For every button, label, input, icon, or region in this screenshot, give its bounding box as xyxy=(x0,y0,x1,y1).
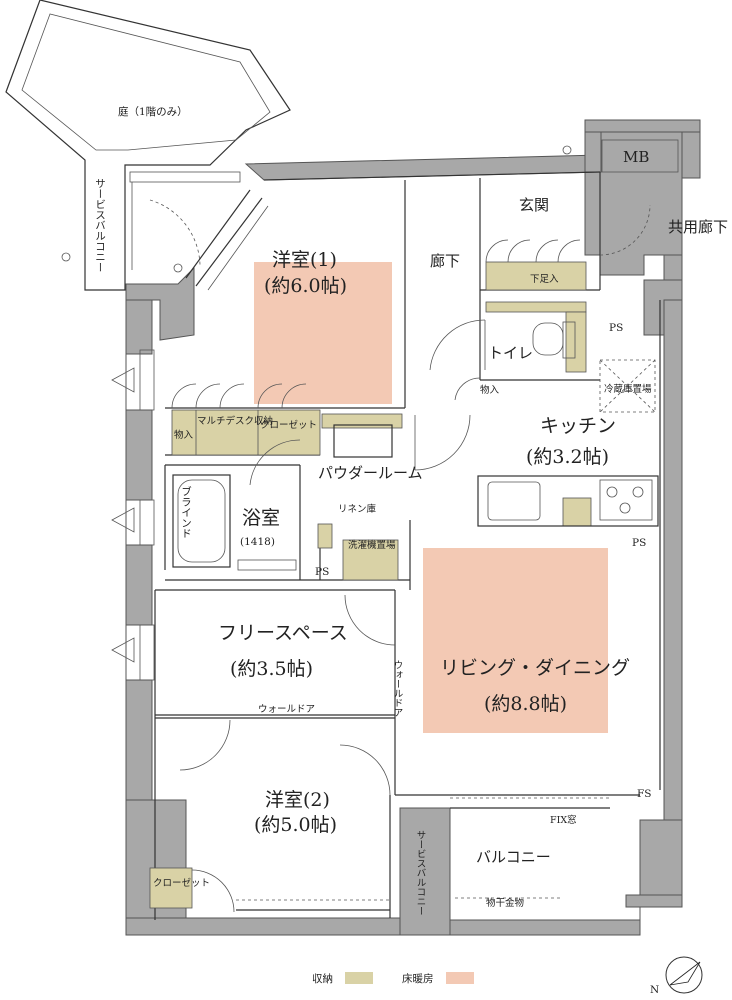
heated-floor-living xyxy=(423,548,608,733)
compass-icon: N xyxy=(650,956,703,996)
kitchen-name: キッチン xyxy=(540,415,616,437)
ps-label-1: PS xyxy=(609,322,623,334)
hallway-label: 廊下 xyxy=(430,252,460,270)
left-windows xyxy=(111,349,155,681)
legend-storage-label: 収納 xyxy=(312,972,333,985)
bathtub xyxy=(172,474,297,571)
service-balcony-top-label: サービスバルコニー xyxy=(94,178,106,273)
pipe-marker-2 xyxy=(61,252,71,262)
ps-label-3: PS xyxy=(632,537,646,549)
kitchen-counter xyxy=(477,475,659,527)
drying-rack-label: 物干金物 xyxy=(486,897,525,909)
balcony-rail xyxy=(236,797,610,911)
left-storage-label: 物入 xyxy=(174,429,194,441)
linen-label: リネン庫 xyxy=(338,503,377,515)
kitchen-size: (約3.2帖) xyxy=(526,446,609,468)
pipe-marker-3 xyxy=(173,263,183,273)
powder-room-label: パウダールーム xyxy=(318,464,423,482)
service-balcony-top-rail xyxy=(129,171,241,270)
mb-box xyxy=(601,139,679,173)
laundry-label: 洗濯機置場 xyxy=(348,539,396,551)
shoe-storage-label: 下足入 xyxy=(530,274,559,285)
pipe-marker xyxy=(562,145,572,155)
fix-window-label: FIX窓 xyxy=(550,814,577,826)
bath-name: 浴室 xyxy=(242,507,280,529)
doors xyxy=(149,199,651,913)
garden-outline xyxy=(5,0,291,291)
entrance-label: 玄関 xyxy=(519,196,549,214)
storage-areas xyxy=(149,261,592,909)
free-space-size: (約3.5帖) xyxy=(230,658,313,680)
toilet-label: トイレ xyxy=(488,344,533,362)
closet-label: クローゼット xyxy=(260,419,317,431)
legend-heating-label: 床暖房 xyxy=(402,972,434,985)
mb-label: MB xyxy=(623,148,649,166)
balcony-label: バルコニー xyxy=(476,848,551,866)
legend-heating-swatch xyxy=(446,972,474,984)
blind-label: ブラインド xyxy=(180,485,192,538)
living-name: リビング・ダイニング xyxy=(440,657,630,679)
room2-name: 洋室(2) xyxy=(265,789,330,811)
room1-name: 洋室(1) xyxy=(272,249,337,271)
legend-storage-swatch xyxy=(345,972,373,984)
fridge-label: 冷蔵庫置場 xyxy=(604,383,652,395)
closet-doors xyxy=(171,239,581,409)
heated-floor-room1 xyxy=(254,262,392,404)
room2-size: (約5.0帖) xyxy=(254,814,337,836)
ps-label-2: PS xyxy=(315,566,329,578)
toilet-fixture xyxy=(532,321,576,359)
closet-bottom-label: クローゼット xyxy=(153,877,210,889)
fridge-space xyxy=(599,359,656,413)
small-storage-label: 物入 xyxy=(480,384,500,396)
common-corridor-label: 共用廊下 xyxy=(668,218,728,236)
powder-vanity xyxy=(333,424,393,458)
wall-door-v-label: ウォールドア xyxy=(392,660,404,717)
room1-size: (約6.0帖) xyxy=(264,275,347,297)
legend: 収納 床暖房 xyxy=(312,972,474,985)
compass-north-label: N xyxy=(650,984,659,996)
bath-size: (1418) xyxy=(240,536,275,548)
free-space-name: フリースペース xyxy=(218,622,348,644)
garden-label: 庭（1階のみ） xyxy=(118,105,188,118)
fs-label: FS xyxy=(637,788,651,800)
living-size: (約8.8帖) xyxy=(484,693,567,715)
wall-door-h-label: ウォールドア xyxy=(258,704,315,715)
multi-desk-label: マルチデスク収納 xyxy=(197,415,273,427)
service-balcony-bottom-label: サービスバルコニー xyxy=(415,830,427,916)
diagonal-window xyxy=(185,189,269,291)
